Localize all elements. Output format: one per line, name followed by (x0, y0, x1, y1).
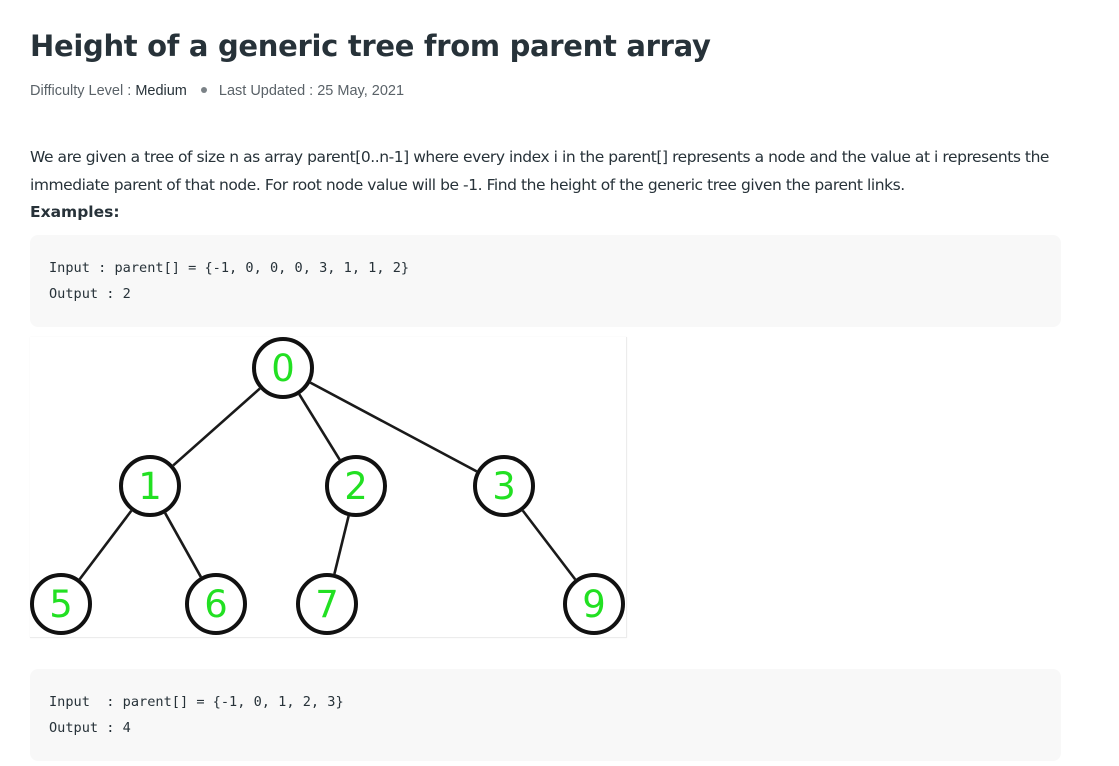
tree-node-circle-6 (185, 573, 247, 635)
tree-node-circle-1 (119, 455, 181, 517)
tree-node-label-9: 9 (582, 583, 606, 626)
tree-edge-3-9 (521, 509, 577, 581)
tree-node-label-1: 1 (138, 465, 162, 508)
tree-edge-0-3 (309, 381, 478, 473)
tree-node-circle-0 (252, 337, 314, 399)
tree-diagram-svg: 0 1 2 3 5 6 7 9 (30, 337, 625, 635)
tree-node-5: 5 (30, 573, 92, 635)
problem-description: We are given a tree of size n as array p… (30, 148, 1050, 194)
tree-node-3: 3 (473, 455, 535, 517)
tree-node-6: 6 (185, 573, 247, 635)
tree-edge-0-2 (298, 393, 341, 461)
page-title: Height of a generic tree from parent arr… (30, 29, 711, 63)
tree-node-2: 2 (325, 455, 387, 517)
tree-node-label-5: 5 (49, 583, 73, 626)
last-updated-value: 25 May, 2021 (317, 83, 405, 99)
tree-node-circle-9 (563, 573, 625, 635)
tree-node-9: 9 (563, 573, 625, 635)
example-1-output: Output : 2 (49, 286, 131, 302)
tree-edge-2-7 (333, 515, 350, 575)
tree-node-label-0: 0 (271, 347, 295, 390)
difficulty-label: Difficulty Level : (30, 83, 136, 99)
tree-node-1: 1 (119, 455, 181, 517)
last-updated-label: Last Updated : (218, 83, 318, 99)
example-1-code-block: Input : parent[] = {-1, 0, 0, 0, 3, 1, 1… (30, 235, 1061, 327)
tree-edge-1-6 (163, 512, 203, 578)
tree-node-0: 0 (252, 337, 314, 399)
examples-heading: Examples: (30, 203, 120, 221)
tree-diagram-image: 0 1 2 3 5 6 7 9 (30, 337, 627, 638)
tree-node-label-2: 2 (344, 465, 368, 508)
tree-node-circle-2 (325, 455, 387, 517)
tree-edge-0-1 (172, 387, 261, 467)
tree-node-7: 7 (296, 573, 358, 635)
example-2-code-block: Input : parent[] = {-1, 0, 1, 2, 3} Outpu… (30, 669, 1061, 761)
tree-node-circle-7 (296, 573, 358, 635)
tree-node-circle-5 (30, 573, 92, 635)
example-2-input: Input : parent[] = {-1, 0, 1, 2, 3} (49, 694, 344, 710)
tree-node-circle-3 (473, 455, 535, 517)
separator-dot-icon (200, 87, 207, 94)
tree-node-label-7: 7 (315, 583, 339, 626)
difficulty-value[interactable]: Medium (135, 83, 187, 99)
example-2-output: Output : 4 (49, 720, 131, 736)
example-1-input: Input : parent[] = {-1, 0, 0, 0, 3, 1, 1… (49, 260, 410, 276)
tree-node-label-3: 3 (492, 465, 516, 508)
tree-node-label-6: 6 (204, 583, 228, 626)
tree-edge-1-5 (78, 509, 133, 581)
